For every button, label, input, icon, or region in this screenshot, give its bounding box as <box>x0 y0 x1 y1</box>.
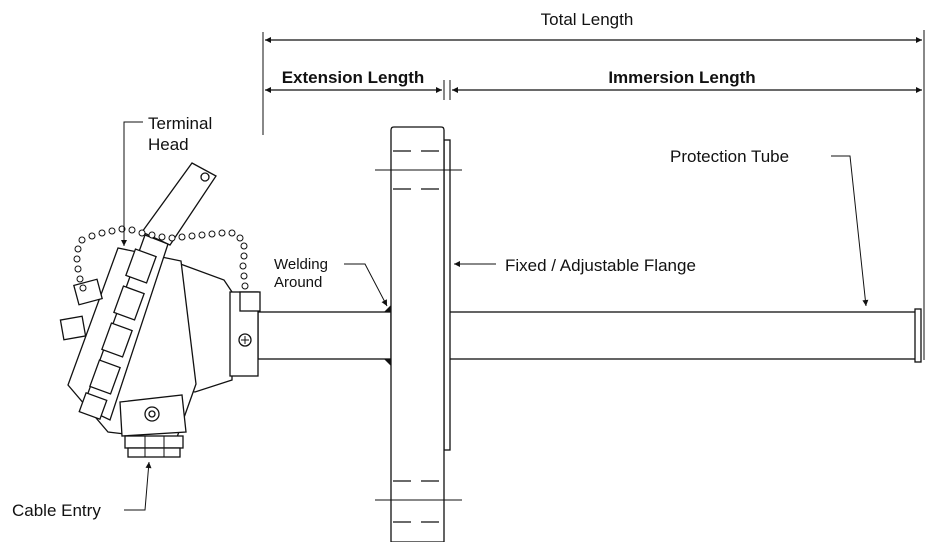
immersion-length-label: Immersion Length <box>608 68 755 87</box>
tag-plate <box>141 162 217 246</box>
total-length-label: Total Length <box>541 10 634 29</box>
welding-label-line2: Around <box>274 274 322 291</box>
extension-length-label: Extension Length <box>282 68 425 87</box>
flange <box>375 126 462 542</box>
chain <box>73 225 249 292</box>
flange-label: Fixed / Adjustable Flange <box>505 256 696 275</box>
weld-marks <box>384 305 391 366</box>
welding-label: Welding <box>274 256 328 273</box>
protection-tube-label: Protection Tube <box>670 147 789 166</box>
extension-tube <box>257 311 392 360</box>
cable-entry-label: Cable Entry <box>12 501 101 520</box>
dimension-lines <box>262 30 925 360</box>
terminal-head-label-line2: Head <box>148 135 189 154</box>
protection-tube <box>445 308 922 363</box>
leader-lines <box>121 121 869 511</box>
terminal-head <box>59 234 261 458</box>
terminal-head-label: Terminal <box>148 114 212 133</box>
